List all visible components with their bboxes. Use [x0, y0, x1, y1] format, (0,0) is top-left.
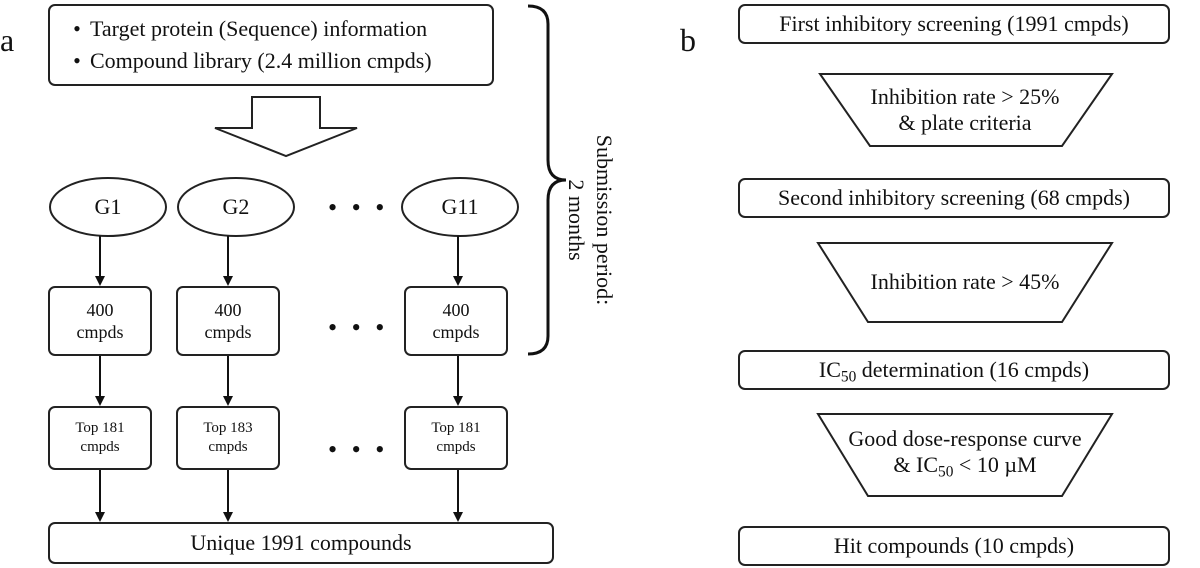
step-first-screening-text: First inhibitory screening (1991 cmpds) [779, 11, 1129, 36]
top-box-g2: Top 183 cmpds [176, 406, 280, 470]
input-item-library-text: Compound library (2.4 million cmpds) [90, 48, 432, 73]
group-ellipse-g11 [401, 177, 519, 237]
input-item-library: •Compound library (2.4 million cmpds) [73, 48, 432, 73]
step-first-screening: First inhibitory screening (1991 cmpds) [738, 4, 1170, 44]
group-label-g11: G11 [441, 194, 479, 219]
filter-3-tail: < 10 µM [953, 452, 1037, 477]
filter-2-text: Inhibition rate > 45% [870, 269, 1060, 294]
group-ellipse-g1 [49, 177, 167, 237]
result-box: Unique 1991 compounds [48, 522, 554, 564]
filter-3-text: Good dose-response curve & IC50 < 10 µM [830, 422, 1100, 482]
step-ic50-tail: determination (16 cmpds) [856, 357, 1090, 382]
submission-period-label: Submission period: 2 months [564, 134, 617, 306]
picked-box-g2: 400 cmpds [176, 286, 280, 356]
filter-trapezoid-1 [818, 73, 1114, 147]
ellipsis-row1: • • • [328, 193, 389, 222]
group-ellipse-g2 [177, 177, 295, 237]
ellipsis-row2: • • • [328, 313, 389, 342]
step-ic50-text: IC50 determination (16 cmpds) [818, 357, 1090, 386]
step-hit-compounds-text: Hit compounds (10 cmpds) [833, 533, 1075, 558]
filter-3-text-inner: Good dose-response curve & IC50 < 10 µM [848, 426, 1082, 481]
top-box-g1: Top 181 cmpds [48, 406, 152, 470]
ellipsis-row3: • • • [328, 435, 389, 464]
filter-3-main: Good dose-response curve & IC [848, 426, 1082, 477]
step-second-screening: Second inhibitory screening (68 cmpds) [738, 178, 1170, 218]
step-ic50-sub: 50 [840, 368, 857, 386]
input-item-protein: •Target protein (Sequence) information [73, 16, 428, 41]
big-down-arrow [214, 96, 358, 158]
panel-b-label: b [680, 22, 696, 58]
group-label-g1: G1 [94, 194, 122, 219]
step-ic50-main: IC [818, 357, 841, 382]
step-second-screening-text: Second inhibitory screening (68 cmpds) [778, 185, 1130, 210]
picked-box-g1: 400 cmpds [48, 286, 152, 356]
picked-box-g11: 400 cmpds [404, 286, 508, 356]
input-box: •Target protein (Sequence) information •… [48, 4, 494, 86]
group-label-g2: G2 [222, 194, 250, 219]
top-box-g11: Top 181 cmpds [404, 406, 508, 470]
filter-trapezoid-3 [816, 413, 1114, 497]
filter-trapezoid-2 [816, 242, 1114, 323]
step-ic50-determination: IC50 determination (16 cmpds) [738, 350, 1170, 390]
filter-3-sub: 50 [938, 463, 954, 481]
panel-a-label: a [0, 22, 15, 58]
filter-1-text: Inhibition rate > 25% & plate criteria [870, 84, 1060, 135]
submission-period-brace [527, 4, 567, 356]
input-item-protein-text: Target protein (Sequence) information [90, 16, 428, 41]
step-hit-compounds: Hit compounds (10 cmpds) [738, 526, 1170, 566]
